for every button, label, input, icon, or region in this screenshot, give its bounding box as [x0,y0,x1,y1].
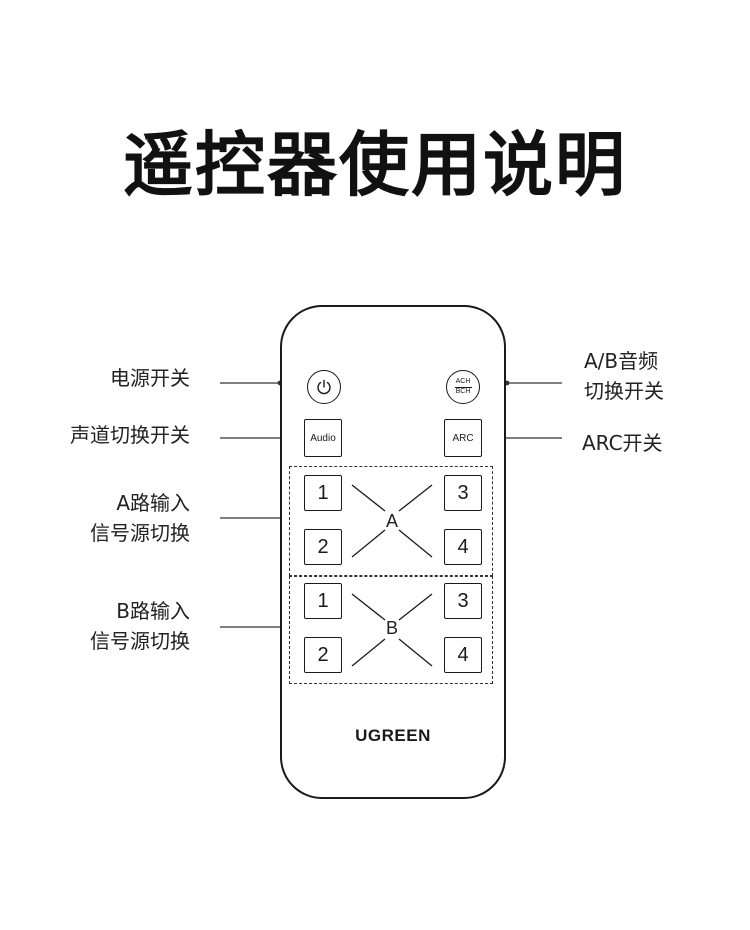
ach-text: ACH [455,378,471,385]
ach-bch-glyph: ACH BCH [454,378,472,396]
page-title: 遥控器使用说明 [123,124,627,206]
group-a-button-3[interactable]: 3 [444,475,482,511]
group-a-button-1[interactable]: 1 [304,475,342,511]
group-b-button-2[interactable]: 2 [304,637,342,673]
group-b-letter: B [385,618,398,638]
group-b-button-4[interactable]: 4 [444,637,482,673]
group-b-box [289,576,493,684]
group-b-button-1[interactable]: 1 [304,583,342,619]
label-route-b: B路输入 信号源切换 [90,599,190,653]
label-channel-switch: 声道切换开关 [70,423,190,447]
power-icon [317,379,331,395]
arc-button[interactable]: ARC [444,419,482,457]
group-b-button-3[interactable]: 3 [444,583,482,619]
ach-bch-button[interactable]: ACH BCH [446,370,480,404]
power-button[interactable] [307,370,341,404]
brand-logo: UGREEN [355,726,431,745]
audio-button[interactable]: Audio [304,419,342,457]
group-a-button-2[interactable]: 2 [304,529,342,565]
label-arc: ARC开关 [582,431,663,455]
label-route-a: A路输入 信号源切换 [90,491,190,545]
group-a-button-4[interactable]: 4 [444,529,482,565]
label-ab-audio: A/B音频 切换开关 [584,349,664,403]
group-a-letter: A [385,511,398,531]
bch-text: BCH [455,388,471,395]
group-a-box [289,466,493,576]
label-power: 电源开关 [110,366,190,390]
